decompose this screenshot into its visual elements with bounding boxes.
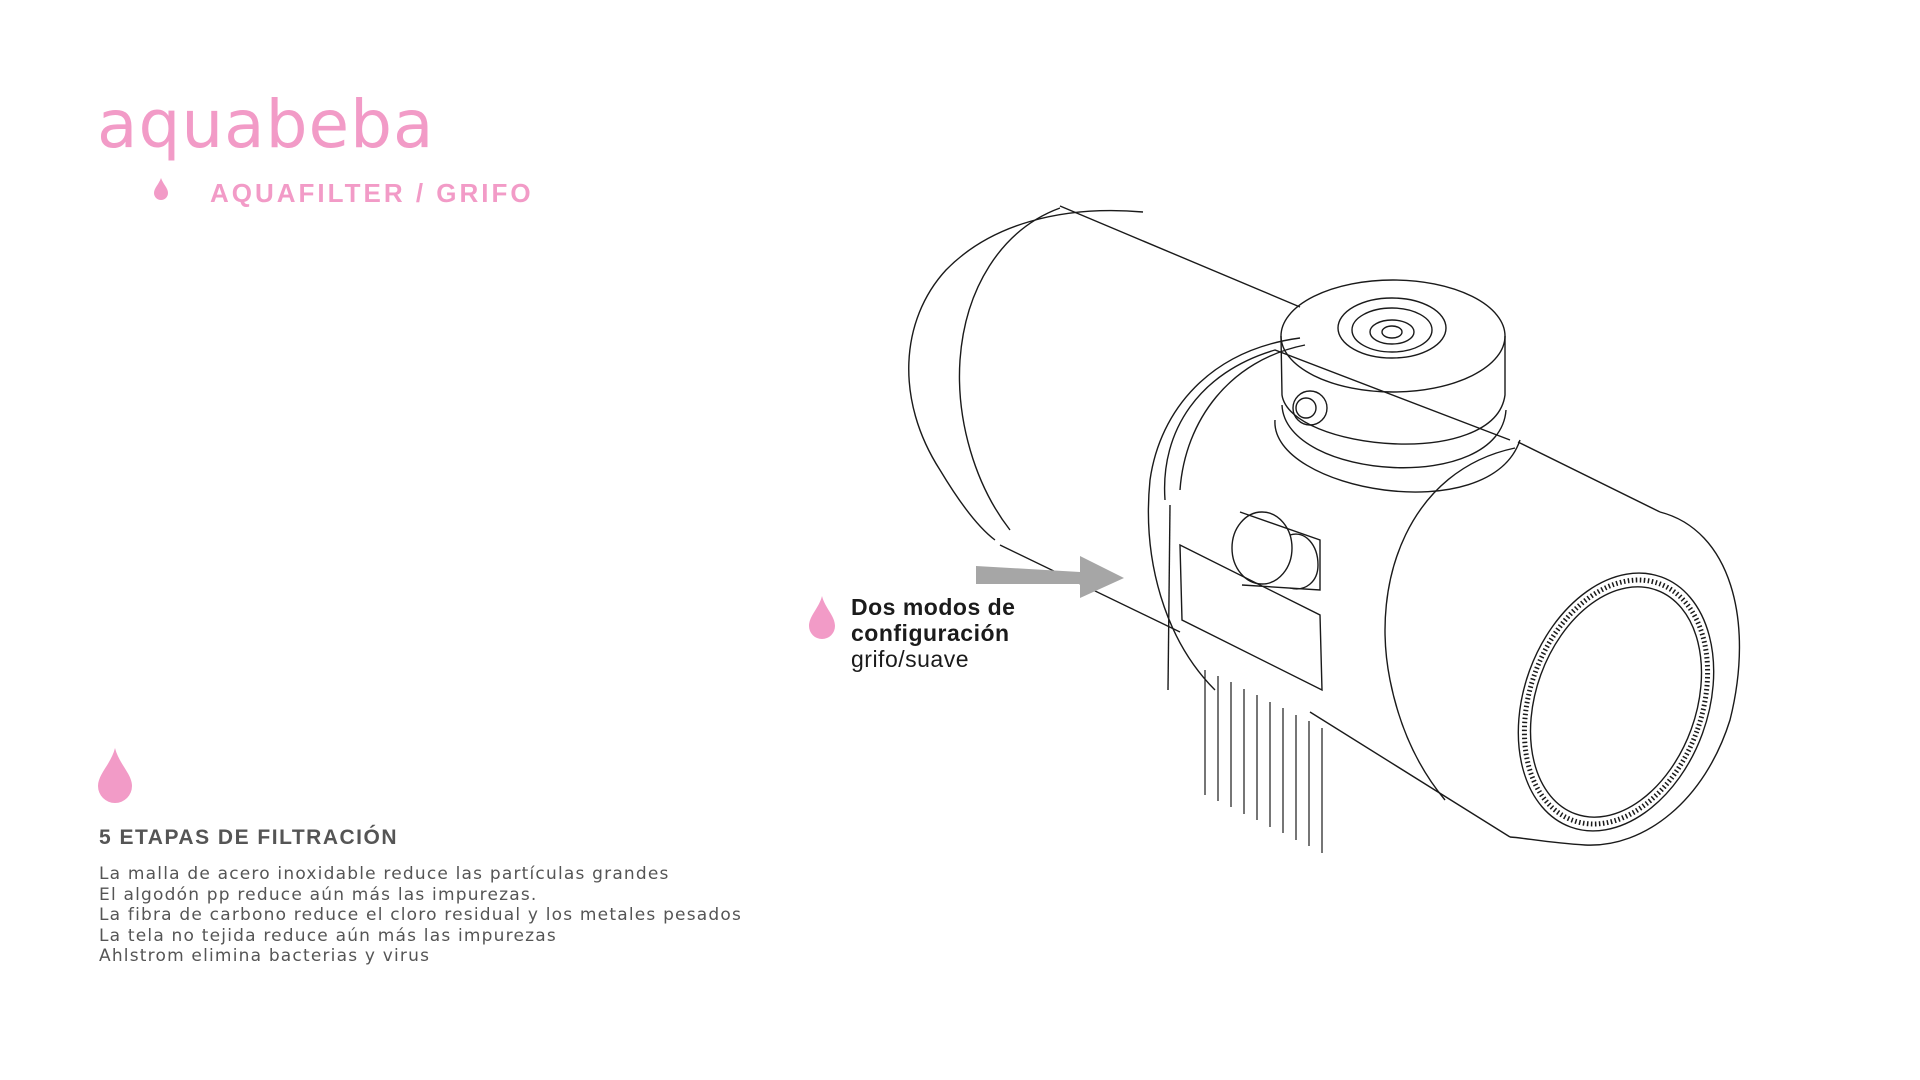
product-subtitle: AQUAFILTER / GRIFO <box>210 178 534 208</box>
top-housing-sides <box>1280 335 1506 445</box>
stage-item: El algodón pp reduce aún más las impurez… <box>99 884 538 905</box>
body-shoulder <box>1163 349 1511 501</box>
lens-knurl-ring <box>1521 577 1711 827</box>
arrow-right-icon <box>976 556 1124 598</box>
top-nozzle-mid <box>1351 307 1433 353</box>
water-drop-icon <box>98 748 132 803</box>
stage-item: Ahlstrom elimina bacterias y virus <box>99 946 431 967</box>
top-nozzle-outer <box>1337 297 1447 359</box>
mode-knob-slot <box>1239 511 1321 591</box>
lens-inner-ring <box>1529 586 1703 818</box>
body-ring-back <box>1179 344 1306 491</box>
body-shoulder-2 <box>1167 504 1171 691</box>
callout-subtitle: grifo/suave <box>851 646 970 672</box>
mode-callout: Dos modos de configuración grifo/suave <box>851 594 1015 672</box>
front-cylinder-top <box>1517 441 1661 513</box>
stage-item: La fibra de carbono reduce el cloro resi… <box>99 905 743 926</box>
lens-outer-ring <box>1517 572 1715 832</box>
top-housing-base <box>1274 419 1521 493</box>
top-housing-band <box>1281 404 1507 469</box>
back-cylinder-inner <box>958 207 1061 531</box>
water-drop-icon <box>154 178 168 200</box>
front-cylinder-right <box>1509 511 1741 846</box>
mode-knob-shaft <box>1289 533 1319 590</box>
water-streams <box>1204 670 1323 853</box>
top-housing-top <box>1280 279 1506 393</box>
stage-item: La malla de acero inoxidable reduce las … <box>99 864 670 884</box>
water-drop-icon <box>809 596 835 639</box>
housing-button <box>1292 390 1328 426</box>
label-panel <box>1179 543 1323 692</box>
stage-item: La tela no tejida reduce aún más las imp… <box>99 925 557 946</box>
stages-heading: 5 ETAPAS DE FILTRACIÓN <box>99 826 399 849</box>
top-nozzle-core <box>1381 325 1403 339</box>
brand-logo: aquabeba <box>97 86 435 163</box>
stages-list: La malla de acero inoxidable reduce las … <box>99 864 742 967</box>
body-ring-front <box>1147 337 1301 691</box>
callout-title-line1: Dos modos de <box>851 594 1016 620</box>
top-nozzle-inner <box>1369 319 1415 345</box>
front-cylinder-left <box>1384 447 1516 801</box>
back-cylinder-top-edge <box>1059 205 1301 308</box>
front-cylinder-bottom <box>1309 711 1511 838</box>
back-cylinder-outline <box>908 209 1144 541</box>
mode-knob <box>1231 511 1293 585</box>
housing-button-inner <box>1295 397 1317 419</box>
callout-title-line2: configuración <box>851 620 1010 646</box>
